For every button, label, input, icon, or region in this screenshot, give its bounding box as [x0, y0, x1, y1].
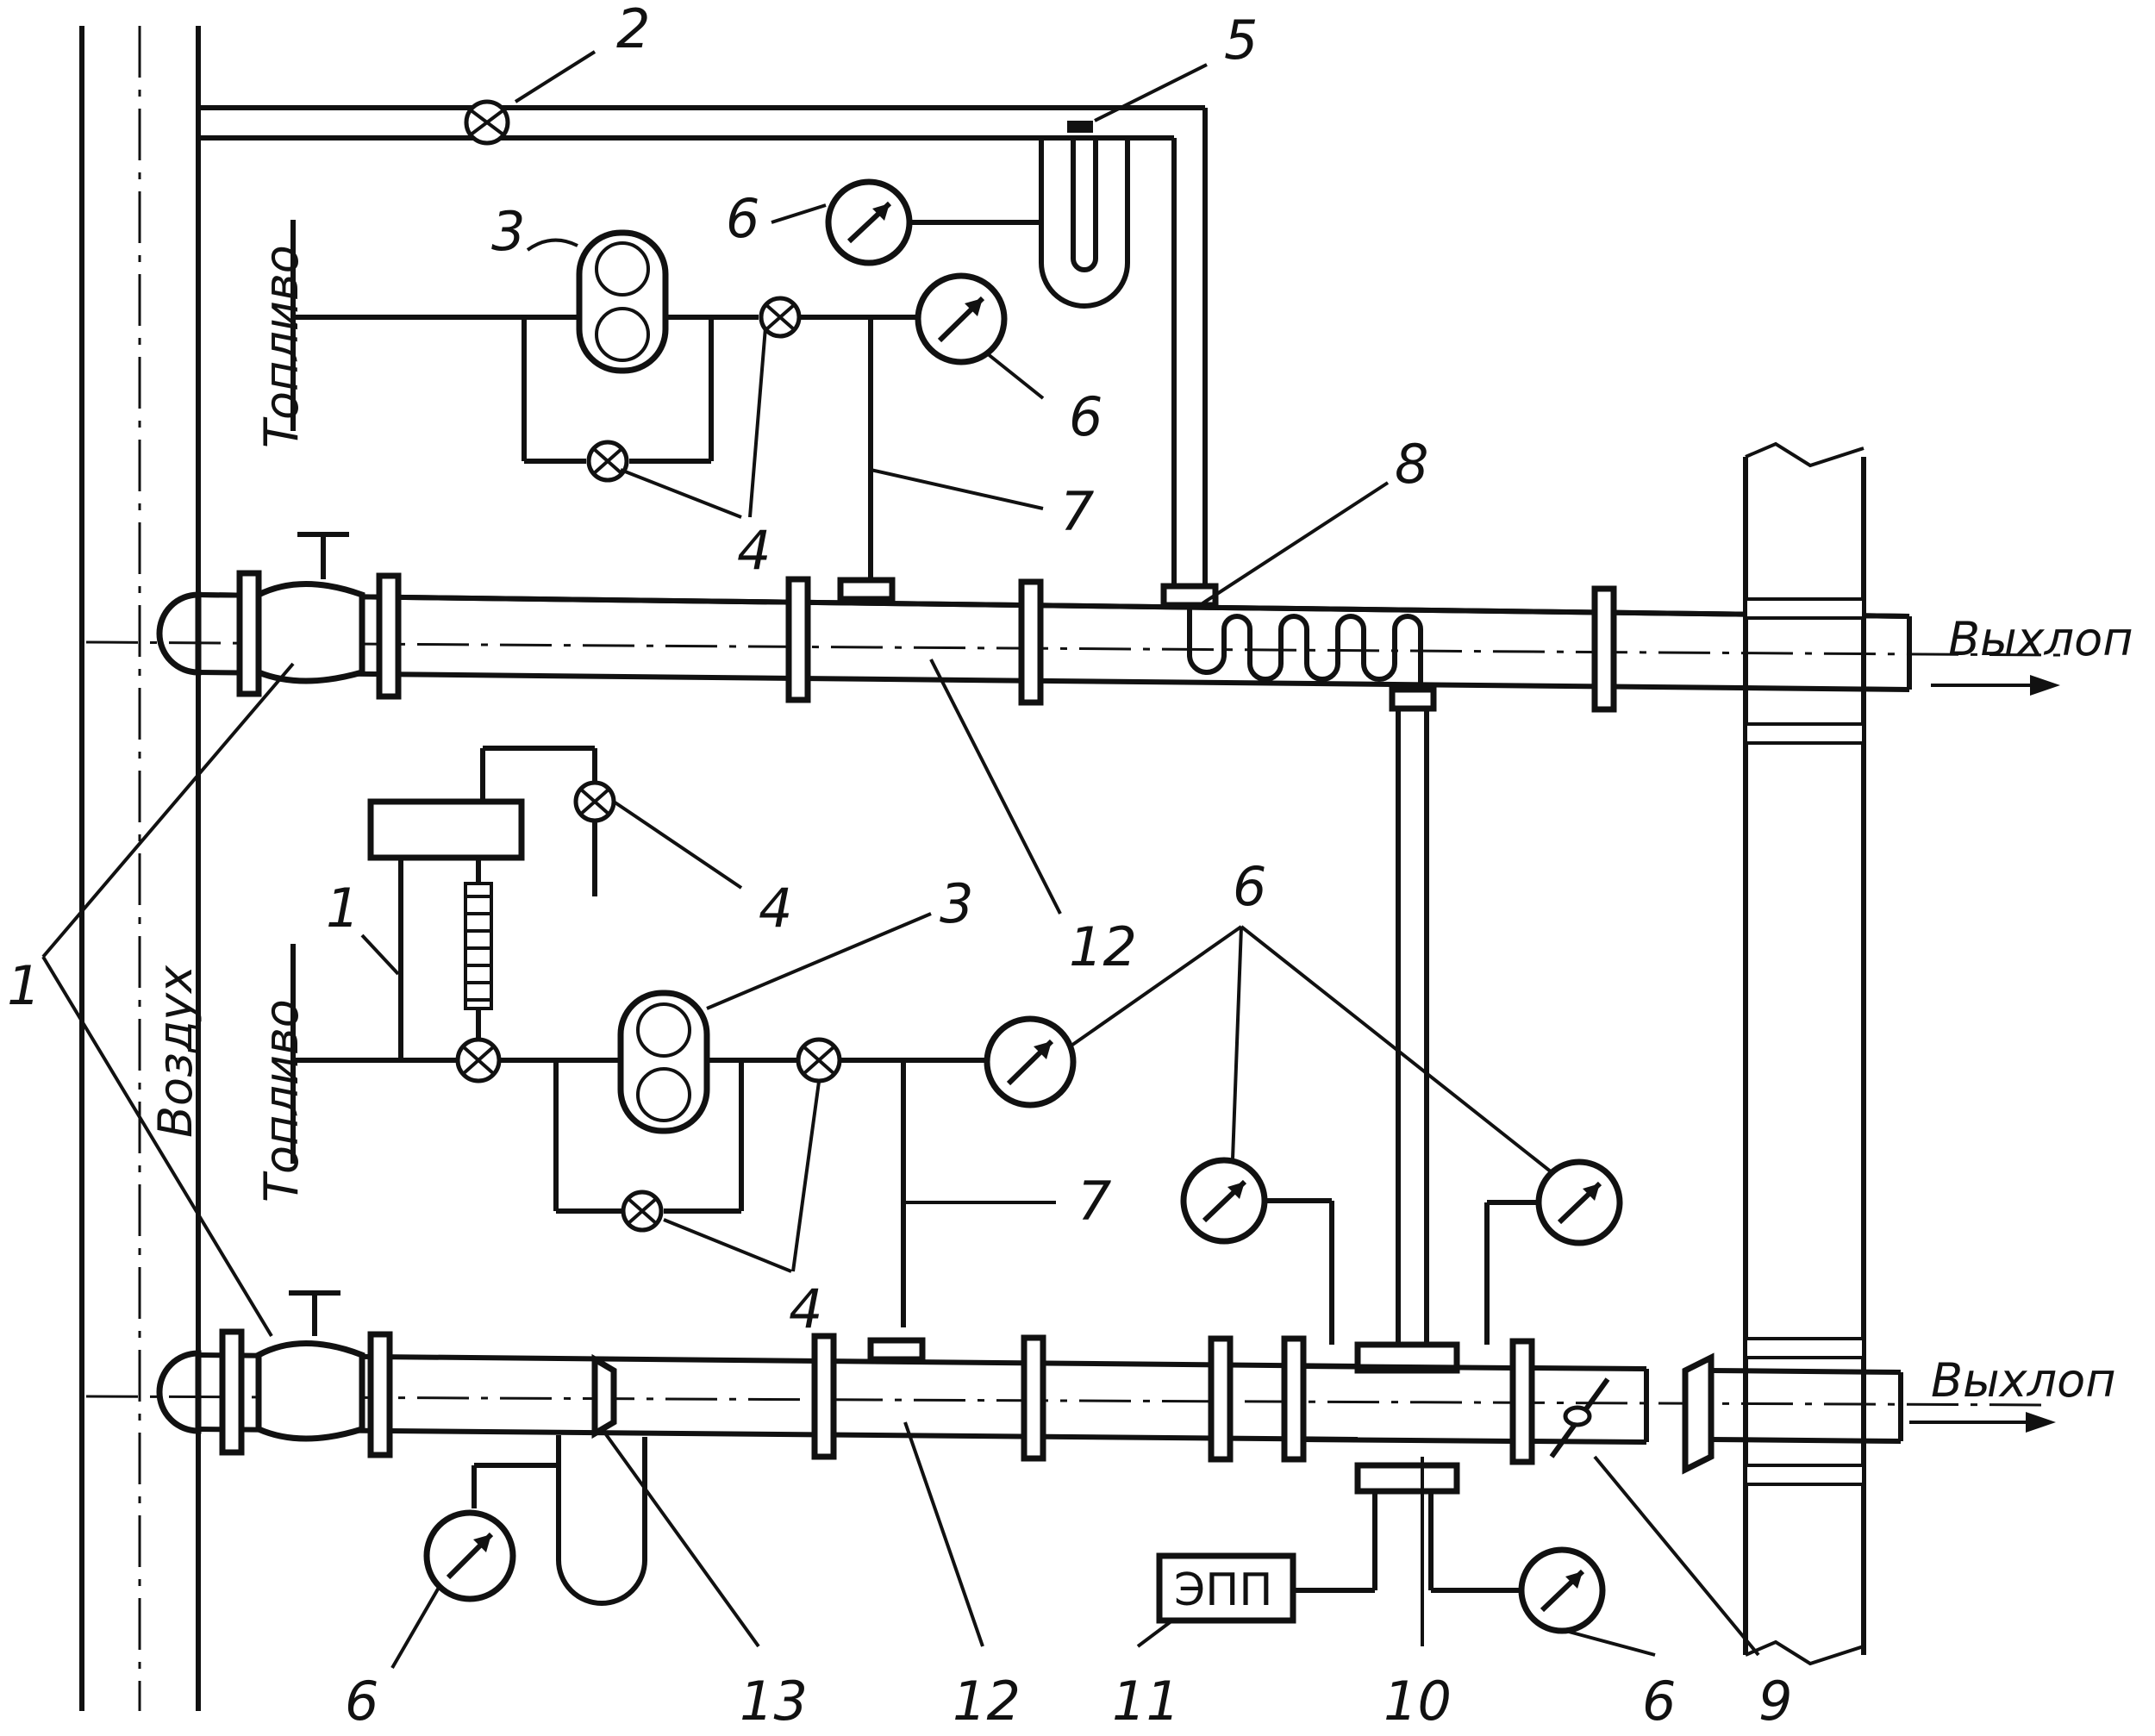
callout-6: 6 — [1642, 1670, 1676, 1733]
exhaust-label-top: Выхлоп — [1948, 612, 2133, 666]
valve-4-icon — [796, 1037, 842, 1083]
fuel-label-top: Топливо — [254, 245, 309, 448]
callout-5: 5 — [1224, 9, 1258, 72]
flange — [1018, 578, 1044, 706]
epp-label: ЭПП — [1174, 1564, 1273, 1616]
callout-7: 7 — [1060, 480, 1094, 543]
callout-13: 13 — [740, 1670, 808, 1733]
gauge-icon — [825, 178, 913, 266]
air-duct — [79, 26, 201, 1711]
exhaust-label-bottom: Выхлоп — [1931, 1353, 2116, 1408]
flange — [236, 570, 262, 697]
callout-1: 1 — [326, 877, 359, 940]
fuel-label-bottom: Топливо — [254, 999, 309, 1202]
gauge-icon — [423, 1509, 516, 1602]
flange — [1208, 1335, 1234, 1463]
flange — [219, 1328, 245, 1456]
callout-9: 9 — [1758, 1670, 1792, 1733]
shutoff-valve-1 — [255, 1290, 365, 1442]
callout-12: 12 — [1069, 915, 1137, 978]
chamber-10 — [1302, 1341, 1514, 1495]
flange — [1021, 1334, 1046, 1462]
gauge-icon — [1180, 1157, 1268, 1245]
coil-8 — [1187, 603, 1423, 690]
flange — [376, 572, 402, 700]
callout-7: 7 — [1078, 1170, 1111, 1233]
gauge-icon — [984, 1015, 1077, 1108]
gauge-icon — [1535, 1158, 1623, 1246]
callout-6: 6 — [345, 1670, 378, 1733]
air-label: Воздух — [148, 965, 203, 1138]
callout-10: 10 — [1384, 1670, 1452, 1733]
callout-4: 4 — [759, 877, 792, 940]
flange — [1591, 585, 1617, 713]
callout-3: 3 — [491, 200, 525, 263]
exhaust-wall — [1743, 441, 1866, 1666]
callout-1: 1 — [7, 954, 41, 1017]
callout-12: 12 — [953, 1670, 1021, 1733]
pump-3-icon — [617, 990, 710, 1134]
flange — [811, 1333, 837, 1460]
nozzle-13 — [591, 1353, 617, 1439]
callout-6: 6 — [1233, 855, 1266, 918]
gauge-icon — [1518, 1546, 1606, 1634]
flange — [1509, 1338, 1535, 1465]
shutoff-valve-1 — [255, 532, 365, 684]
flange — [1281, 1335, 1307, 1463]
callout-4: 4 — [737, 519, 771, 582]
gauge-icon — [915, 272, 1008, 365]
callout-6: 6 — [1069, 385, 1102, 448]
pump-3-icon — [576, 229, 669, 374]
callout-8: 8 — [1395, 433, 1428, 496]
top-pipeline — [85, 591, 2061, 692]
leader-lines — [41, 50, 1760, 1670]
callout-2: 2 — [616, 0, 650, 60]
callout-4: 4 — [789, 1277, 822, 1340]
valve-4-icon — [621, 1190, 664, 1233]
orifice-5 — [1067, 121, 1093, 133]
valve-2-icon — [464, 99, 510, 146]
callout-3: 3 — [940, 872, 973, 935]
callout-11: 11 — [1112, 1670, 1180, 1733]
control-box — [367, 798, 525, 861]
valve-4-icon — [573, 780, 616, 823]
callout-6: 6 — [726, 187, 759, 250]
flange — [785, 576, 811, 703]
valve-icon — [455, 1037, 502, 1083]
u-manometer-top — [1039, 138, 1130, 309]
valve-4-icon — [586, 440, 629, 483]
epp-box-11 — [1156, 1552, 1296, 1624]
throttle-9 — [1531, 1365, 1649, 1458]
flange — [367, 1331, 393, 1458]
air-branch-top — [198, 105, 1208, 586]
